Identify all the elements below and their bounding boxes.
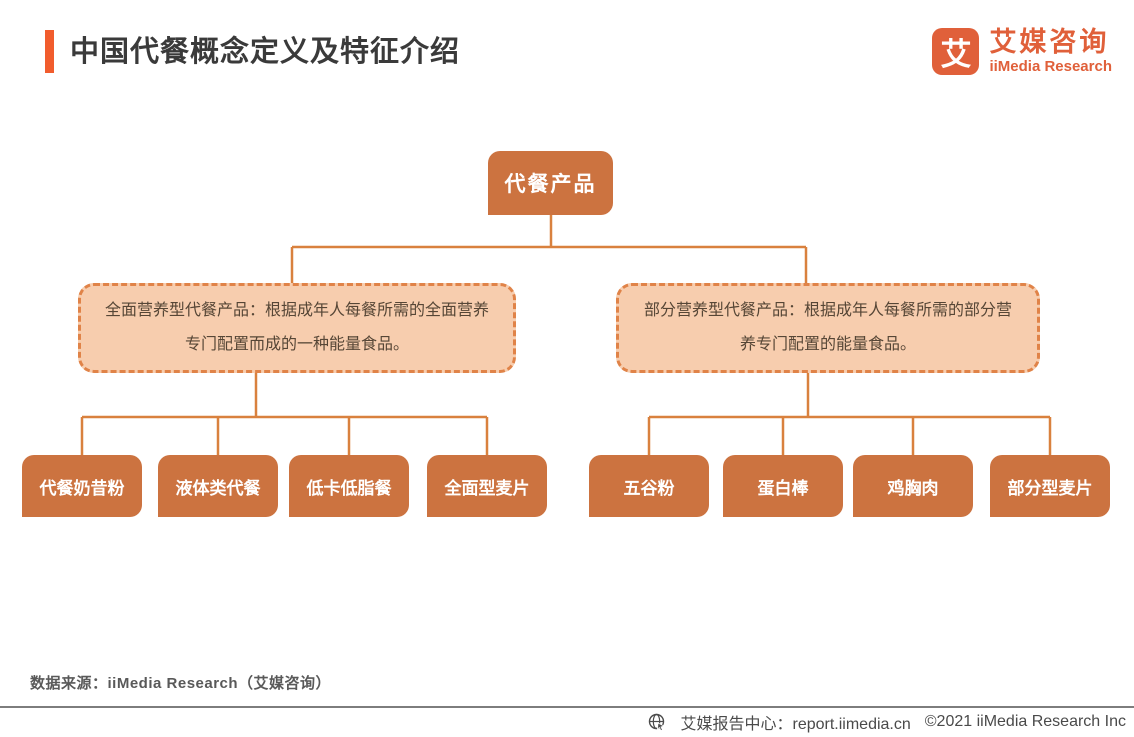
leaf-node-meal-shake-powder: 代餐奶昔粉 [22, 455, 142, 517]
connector-lines [80, 215, 1052, 456]
leaf-node-protein-bar: 蛋白棒 [723, 455, 843, 517]
globe-icon [649, 713, 666, 731]
footer-divider [0, 706, 1134, 708]
brand-logo: 艾 艾媒咨询 iiMedia Research [932, 28, 1112, 75]
definition-box-partial-nutrition: 部分营养型代餐产品：根据成年人每餐所需的部分营养专门配置的能量食品。 [616, 283, 1040, 373]
brand-logo-icon: 艾 [932, 28, 980, 75]
title-accent-bar [45, 30, 54, 73]
leaf-node-grain-powder: 五谷粉 [589, 455, 709, 517]
root-node: 代餐产品 [488, 151, 613, 215]
page-title: 中国代餐概念定义及特征介绍 [70, 36, 461, 68]
footer-bar: 艾媒报告中心：report.iimedia.cn ©2021 iiMedia R… [0, 710, 1126, 734]
brand-name-cn: 艾媒咨询 [989, 27, 1110, 58]
leaf-node-full-cereal: 全面型麦片 [427, 455, 547, 517]
footer-site-label: 艾媒报告中心：report.iimedia.cn [680, 716, 911, 733]
leaf-node-low-cal-meal: 低卡低脂餐 [289, 455, 409, 517]
footer-copyright: ©2021 iiMedia Research Inc [924, 713, 1126, 730]
leaf-node-partial-cereal: 部分型麦片 [990, 455, 1110, 517]
brand-logo-char: 艾 [940, 37, 972, 72]
brand-name-en: iiMedia Research [989, 57, 1112, 75]
definition-box-full-nutrition: 全面营养型代餐产品：根据成年人每餐所需的全面营养专门配置而成的一种能量食品。 [78, 283, 516, 373]
brand-logo-text: 艾媒咨询 iiMedia Research [989, 28, 1112, 74]
data-source-note: 数据来源：iiMedia Research（艾媒咨询） [30, 675, 332, 692]
leaf-node-liquid-meal: 液体类代餐 [158, 455, 278, 517]
org-chart: 代餐产品 全面营养型代餐产品：根据成年人每餐所需的全面营养专门配置而成的一种能量… [22, 151, 1110, 517]
leaf-node-chicken-breast: 鸡胸肉 [853, 455, 973, 517]
